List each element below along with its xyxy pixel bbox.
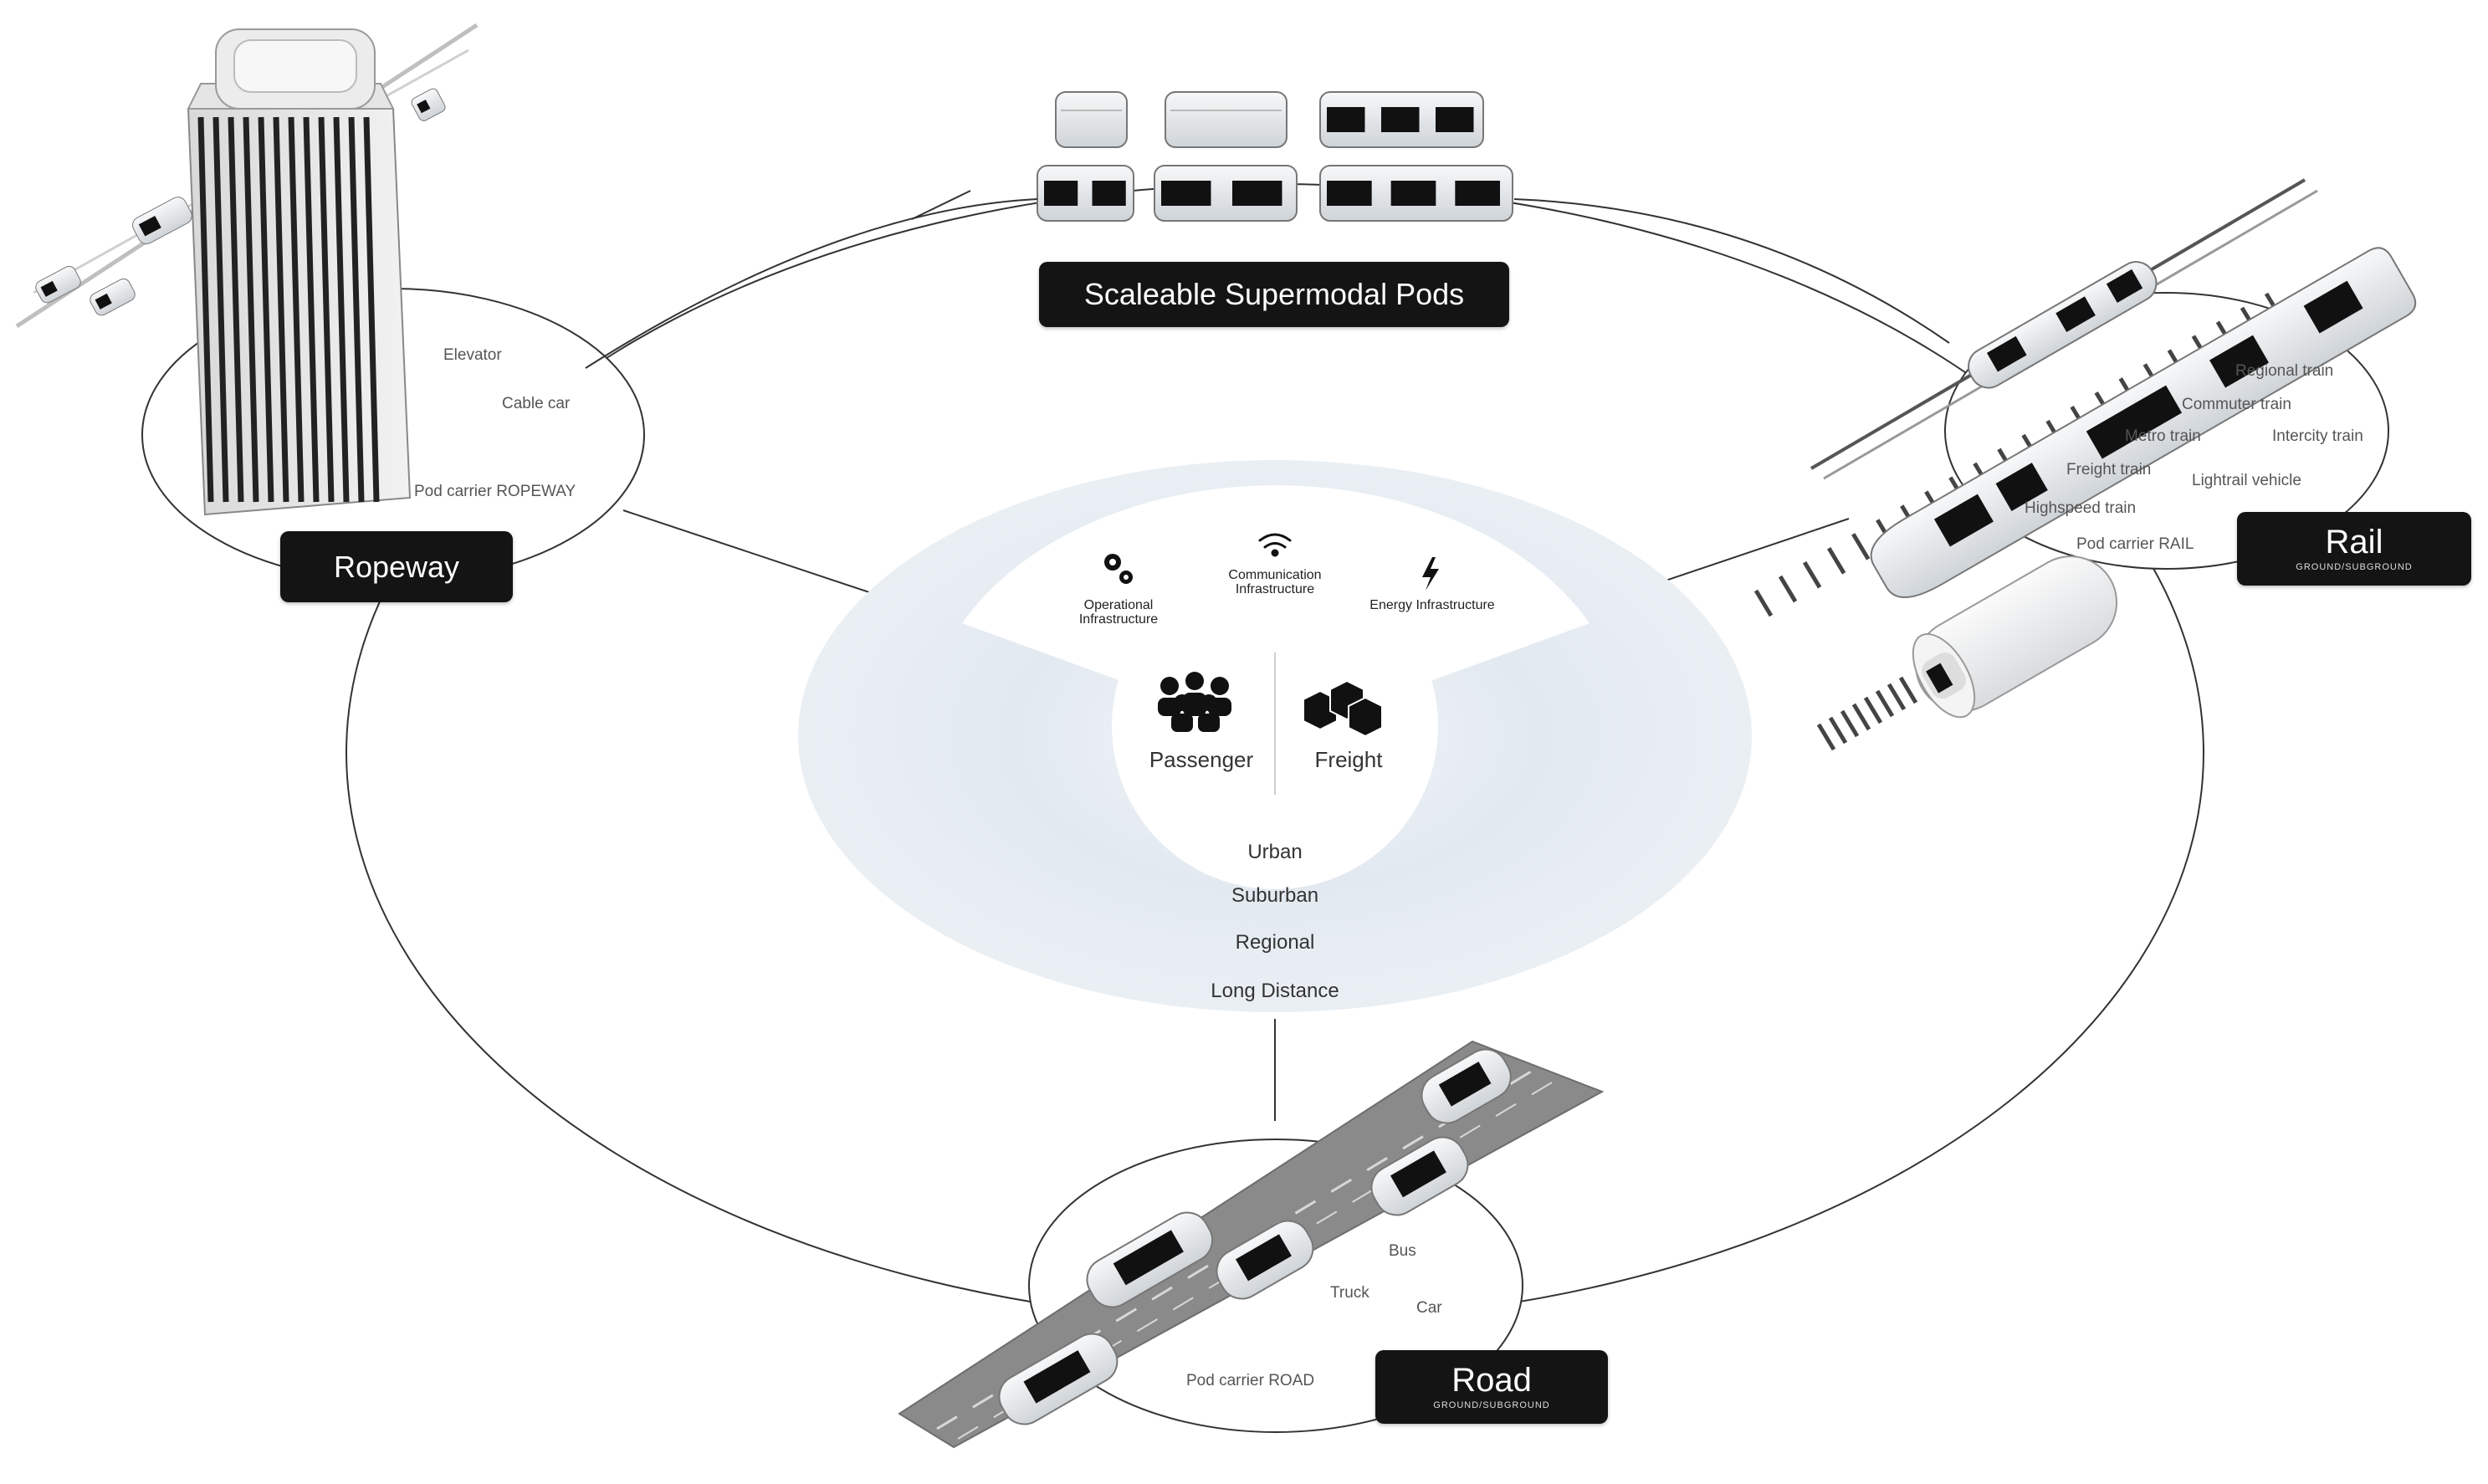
rail-item-highspeed: Highspeed train (2025, 499, 2137, 517)
distance-long: Long Distance (1211, 980, 1339, 1002)
road-item-car: Car (1416, 1299, 1442, 1317)
distance-regional: Regional (1235, 931, 1315, 954)
road-sublabel: GROUND/SUBGROUND (1433, 1400, 1550, 1410)
track-tie (1828, 716, 1848, 745)
cable-car-pod (132, 197, 192, 244)
pods-title: Scaleable Supermodal Pods (1083, 277, 1465, 311)
pods-connector-left (585, 198, 1038, 369)
track-tie (1898, 676, 1918, 704)
road-pod (1086, 1211, 1214, 1308)
rail-sublabel: GROUND/SUBGROUND (2296, 562, 2413, 572)
track-tie (1851, 703, 1871, 731)
tower-stripe (348, 116, 365, 503)
distance-urban: Urban (1247, 841, 1303, 863)
rail-item-lightrail: Lightrail vehicle (2192, 472, 2301, 489)
road-pod (1421, 1048, 1512, 1124)
rail-tag: Rail GROUND/SUBGROUND (2237, 512, 2471, 586)
track-tie (1802, 560, 1822, 589)
tower-stripe (228, 116, 244, 503)
track-tie (1753, 589, 1774, 617)
track-tie (1840, 709, 1860, 738)
tunnel-track-ties (1816, 676, 1918, 751)
rail-tunnel (1912, 555, 2118, 719)
road-pods (998, 1048, 1512, 1425)
highspeed-train (1870, 247, 2417, 598)
cable-car-pod (35, 265, 81, 304)
road-pod (998, 1333, 1119, 1425)
infra-energy: Energy Infrastructure (1369, 598, 1495, 612)
ropeway-item-elevator: Elevator (443, 346, 502, 364)
track-tie (1851, 533, 1871, 560)
tower-stripe (363, 116, 380, 503)
road-tag: Road GROUND/SUBGROUND (1375, 1350, 1608, 1424)
distance-suburban: Suburban (1231, 884, 1319, 907)
tower-stripe (243, 116, 259, 503)
modular-pod (1154, 165, 1298, 222)
track-tie (1816, 723, 1836, 751)
tower-stripe (318, 116, 335, 503)
wifi-icon (1258, 533, 1292, 557)
infra-communication: Communication Infrastructure (1228, 568, 1322, 596)
modular-pod (1165, 91, 1288, 148)
tower-stripe (333, 116, 350, 503)
road-item-truck: Truck (1330, 1284, 1369, 1302)
rail-item-freight: Freight train (2066, 461, 2152, 478)
rail-pod-small (1968, 261, 2158, 389)
ropeway-tag: Ropeway (280, 531, 513, 602)
track-tie (1863, 696, 1883, 724)
passenger-icon (1158, 672, 1231, 732)
modular-pod (1055, 91, 1128, 148)
rail-item-commuter: Commuter train (2182, 396, 2291, 413)
infra-operational: Operational Infrastructure (1078, 598, 1159, 627)
segment-passenger: Passenger (1149, 747, 1254, 772)
road-item-bus: Bus (1389, 1242, 1416, 1260)
ropeway-label: Ropeway (333, 549, 460, 584)
track-tie (1875, 689, 1895, 718)
tower-stripe (212, 116, 229, 503)
road-label: Road (1451, 1362, 1532, 1399)
freight-icon (1303, 679, 1383, 738)
rail-label: Rail (2325, 524, 2383, 560)
road-item-pod-carrier: Pod carrier ROAD (1186, 1372, 1315, 1389)
ropeway-item-cable-car: Cable car (502, 395, 571, 412)
lightning-icon (1422, 557, 1439, 591)
tower-stripe (197, 116, 214, 503)
rail-item-intercity: Intercity train (2272, 427, 2363, 445)
tower-stripes (197, 116, 380, 503)
road-pod (1370, 1136, 1469, 1216)
pods-title-tag: Scaleable Supermodal Pods (1039, 262, 1509, 327)
track-tie (1886, 683, 1907, 711)
modular-pod (1319, 165, 1513, 222)
ropeway-item-pod-carrier: Pod carrier ROPEWAY (414, 483, 576, 500)
segment-freight: Freight (1314, 747, 1383, 772)
cable-car-pod (411, 88, 446, 121)
track-tie (1826, 546, 1846, 575)
rail-item-pod-carrier: Pod carrier RAIL (2076, 535, 2194, 553)
tower-stripe (288, 116, 305, 503)
track-tie (1778, 575, 1798, 603)
road-pod (1216, 1220, 1314, 1300)
modular-pod (1037, 165, 1134, 222)
tower-stripe (303, 116, 320, 503)
modular-pod (1319, 91, 1484, 148)
pods-connector-right (1513, 198, 1950, 344)
tower-stripe (258, 116, 274, 503)
rail-item-metro: Metro train (2125, 427, 2201, 445)
cable-car-pod (90, 278, 136, 316)
gears-icon (1104, 554, 1133, 584)
tower-stripe (273, 116, 289, 503)
rail-item-regional: Regional train (2235, 362, 2334, 380)
pods-group (911, 91, 1513, 222)
